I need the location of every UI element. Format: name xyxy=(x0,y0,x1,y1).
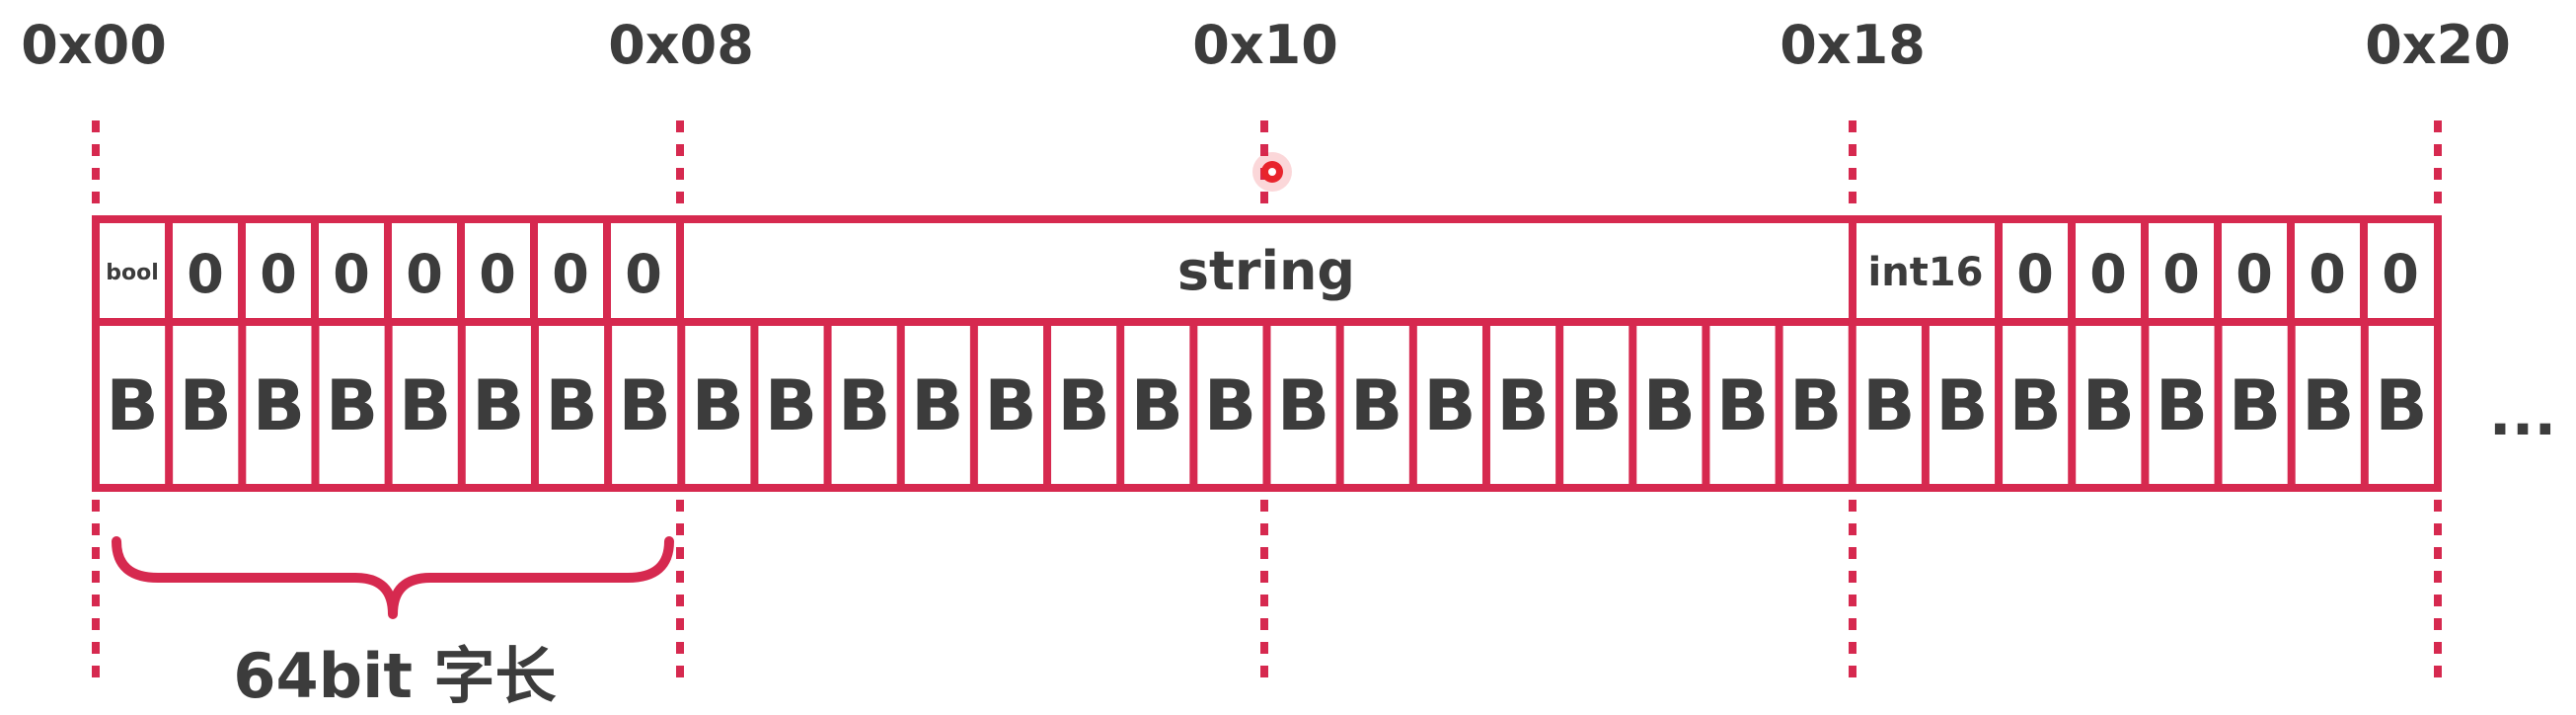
word-size-caption: 64bit 字长 xyxy=(233,640,556,712)
byte-cell-label: B xyxy=(106,365,158,446)
byte-cell-label: B xyxy=(2302,365,2354,446)
padding-byte-label: 0 xyxy=(552,243,589,305)
address-labels: 0x00 0x08 0x10 0x18 0x20 xyxy=(21,14,2511,76)
field-labels: bool 0 0 0 0 0 0 0 string int16 0 0 0 0 … xyxy=(106,240,2419,305)
padding-byte-label: 0 xyxy=(625,243,662,305)
byte-cell-label: B xyxy=(618,365,670,446)
byte-cell-label: B xyxy=(253,365,305,446)
address-label-0x10: 0x10 xyxy=(1192,14,1338,76)
byte-cell-label: B xyxy=(180,365,232,446)
byte-cell-label: B xyxy=(326,365,378,446)
byte-cell-label: B xyxy=(1496,365,1549,446)
byte-cell-label: B xyxy=(838,365,890,446)
byte-cell-label: B xyxy=(2375,365,2427,446)
int16-field-label: int16 xyxy=(1868,250,1984,295)
byte-cell-label: B xyxy=(2229,365,2281,446)
string-field-label: string xyxy=(1177,240,1355,302)
padding-byte-label: 0 xyxy=(479,243,516,305)
field-row xyxy=(92,215,2442,326)
padding-byte-label: 0 xyxy=(2309,243,2346,305)
byte-cell-label: B xyxy=(1789,365,1842,446)
padding-byte-label: 0 xyxy=(333,243,370,305)
padding-byte-label: 0 xyxy=(2089,243,2127,305)
byte-cell-label: B xyxy=(1423,365,1476,446)
word-size-brace xyxy=(112,536,674,619)
byte-cell-label: B xyxy=(1935,365,1988,446)
bool-field-label: bool xyxy=(106,261,159,285)
byte-cell-label: B xyxy=(984,365,1036,446)
address-label-0x20: 0x20 xyxy=(2365,14,2511,76)
byte-cell-label: B xyxy=(2156,365,2208,446)
byte-cell-label: B xyxy=(1204,365,1256,446)
padding-byte-label: 0 xyxy=(2162,243,2200,305)
byte-cell-label: B xyxy=(765,365,817,446)
byte-cell-label: B xyxy=(2083,365,2135,446)
byte-cell-label: B xyxy=(1057,365,1109,446)
field-row-frame xyxy=(92,215,2442,326)
padding-byte-label: 0 xyxy=(2016,243,2054,305)
byte-cell-label: B xyxy=(1570,365,1623,446)
address-label-0x08: 0x08 xyxy=(608,14,754,76)
byte-cell-label: B xyxy=(692,365,744,446)
byte-cell-label: B xyxy=(1131,365,1183,446)
byte-cell-label: B xyxy=(1862,365,1915,446)
byte-cell-label: B xyxy=(399,365,451,446)
cursor-marker xyxy=(1252,152,1292,192)
byte-cell-label: B xyxy=(1716,365,1769,446)
padding-byte-label: 0 xyxy=(2235,243,2273,305)
address-label-0x18: 0x18 xyxy=(1780,14,1926,76)
byte-cell-label: B xyxy=(911,365,963,446)
byte-cell-label: B xyxy=(472,365,524,446)
continuation-ellipsis: ... xyxy=(2489,380,2556,449)
padding-byte-label: 0 xyxy=(406,243,443,305)
byte-cell-label: B xyxy=(2008,365,2061,446)
address-label-0x00: 0x00 xyxy=(21,14,167,76)
byte-cell-label: B xyxy=(545,365,597,446)
padding-byte-label: 0 xyxy=(2382,243,2419,305)
byte-cell-label: B xyxy=(1277,365,1329,446)
padding-byte-label: 0 xyxy=(260,243,297,305)
byte-cell-label: B xyxy=(1643,365,1696,446)
byte-cell-label: B xyxy=(1350,365,1402,446)
padding-byte-label: 0 xyxy=(187,243,224,305)
